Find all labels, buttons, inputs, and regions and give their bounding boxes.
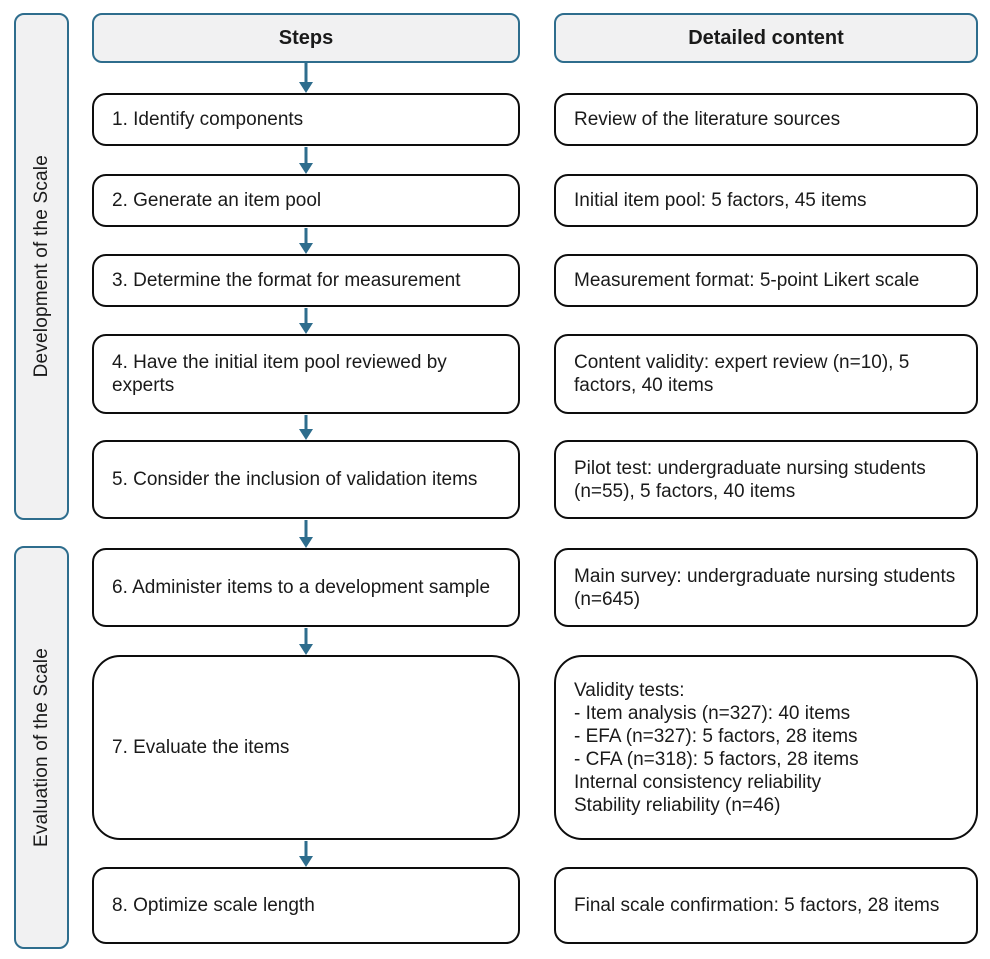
detail-7-text: Validity tests: - Item analysis (n=327):… (556, 673, 877, 823)
step-5-label: 5. Consider the inclusion of validation … (112, 469, 478, 490)
sidebar-group-evaluation: Evaluation of the Scale (14, 546, 69, 949)
detail-6-text: Main survey: undergraduate nursing stude… (574, 565, 956, 610)
step-box-1: 1. Identify components (92, 93, 520, 146)
step-3-label: 3. Determine the format for measurement (112, 270, 461, 291)
step-box-3: 3. Determine the format for measurement (92, 254, 520, 307)
arrow-step-4-to-5 (299, 415, 313, 440)
detail-8-text: Final scale confirmation: 5 factors, 28 … (574, 895, 940, 916)
arrow-step-7-to-8 (299, 841, 313, 867)
arrow-step-1-to-2 (299, 147, 313, 174)
arrow-step-2-to-3 (299, 228, 313, 254)
step-1-label: 1. Identify components (112, 109, 304, 130)
detail-box-5: Pilot test: undergraduate nursing studen… (554, 440, 978, 519)
step-2-label: 2. Generate an item pool (112, 190, 322, 211)
step-4-label: 4. Have the initial item pool reviewed b… (112, 352, 447, 396)
column-header-steps-label: Steps (278, 26, 334, 49)
detail-5-text: Pilot test: undergraduate nursing studen… (574, 457, 926, 502)
sidebar-group-development-label: Development of the Scale (30, 155, 52, 378)
detail-7-line-2: - Item analysis (n=327): 40 items (574, 702, 851, 724)
detail-7-line-1: Validity tests: (574, 679, 685, 701)
column-header-detailed-content-label: Detailed content (688, 26, 844, 49)
detail-7-line-3: - EFA (n=327): 5 factors, 28 items (574, 725, 858, 747)
detail-4-text: Content validity: expert review (n=10), … (574, 352, 910, 396)
arrow-step-5-to-6 (299, 520, 313, 548)
detail-7-line-4: - CFA (n=318): 5 factors, 28 items (574, 748, 859, 770)
step-box-8: 8. Optimize scale length (92, 867, 520, 944)
detail-box-3: Measurement format: 5-point Likert scale (554, 254, 978, 307)
detail-box-6: Main survey: undergraduate nursing stude… (554, 548, 978, 627)
column-header-detailed-content: Detailed content (554, 13, 978, 63)
step-box-4: 4. Have the initial item pool reviewed b… (92, 334, 520, 414)
sidebar-group-development: Development of the Scale (14, 13, 69, 520)
detail-box-2: Initial item pool: 5 factors, 45 items (554, 174, 978, 227)
column-header-steps: Steps (92, 13, 520, 63)
step-box-5: 5. Consider the inclusion of validation … (92, 440, 520, 519)
arrow-step-3-to-4 (299, 308, 313, 334)
step-6-label: 6. Administer items to a development sam… (112, 577, 491, 598)
detail-7-line-6: Stability reliability (n=46) (574, 794, 781, 816)
sidebar-group-evaluation-label: Evaluation of the Scale (30, 648, 52, 847)
arrow-step-6-to-7 (299, 628, 313, 655)
step-box-2: 2. Generate an item pool (92, 174, 520, 227)
detail-box-7: Validity tests: - Item analysis (n=327):… (554, 655, 978, 840)
step-box-6: 6. Administer items to a development sam… (92, 548, 520, 627)
step-box-7: 7. Evaluate the items (92, 655, 520, 840)
detail-3-text: Measurement format: 5-point Likert scale (574, 270, 920, 291)
detail-box-4: Content validity: expert review (n=10), … (554, 334, 978, 414)
detail-2-text: Initial item pool: 5 factors, 45 items (574, 190, 867, 211)
detail-box-8: Final scale confirmation: 5 factors, 28 … (554, 867, 978, 944)
step-8-label: 8. Optimize scale length (112, 895, 315, 916)
detail-box-1: Review of the literature sources (554, 93, 978, 146)
detail-1-text: Review of the literature sources (574, 109, 841, 130)
arrow-header-to-step-1 (299, 63, 313, 93)
detail-7-line-5: Internal consistency reliability (574, 771, 822, 793)
step-7-label: 7. Evaluate the items (112, 737, 290, 758)
